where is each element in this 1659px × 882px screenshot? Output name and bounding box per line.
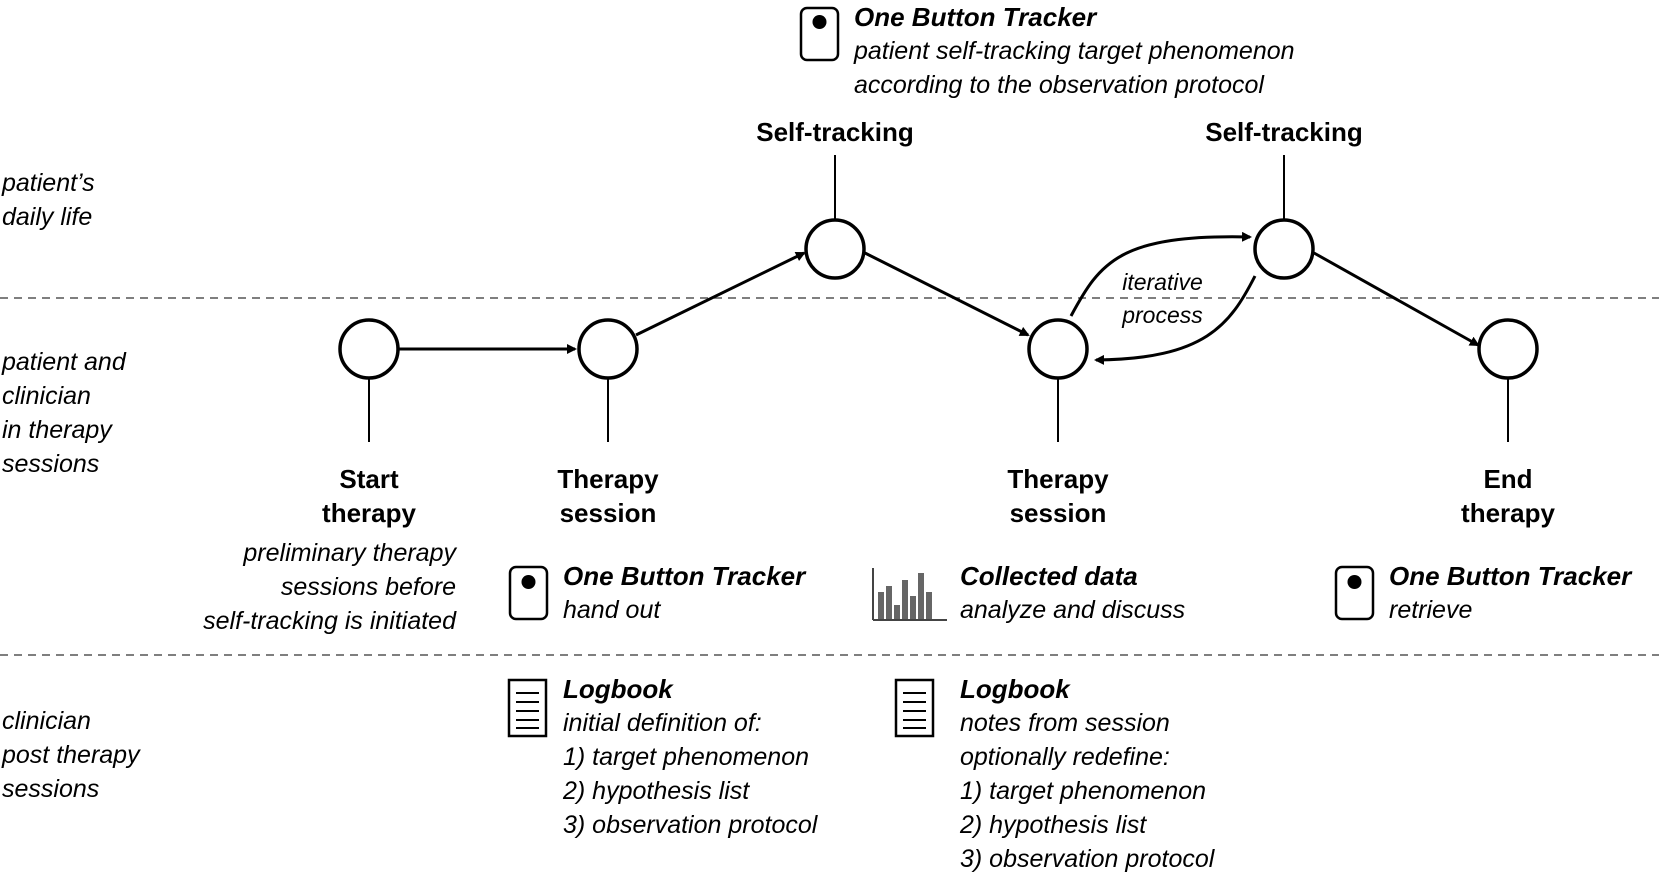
lane-label-line: clinician [2,707,91,735]
logbook-icon [894,678,935,738]
node-label-end: End therapy [1408,462,1608,530]
annotation-line: initial definition of: [563,709,762,737]
annotation-line: 3) observation protocol [563,811,818,839]
annotation-line: 2) hypothesis list [960,811,1147,839]
lane-label-line: sessions [2,775,100,803]
annotation-line: according to the observation protocol [854,71,1264,99]
node-self1 [804,218,866,280]
logbook-annotation-notes: Logbook notes from session optionally re… [960,672,1214,876]
node-label-line: session [559,498,657,528]
annotation-title: One Button Tracker [1389,561,1632,591]
loop-label-line: iterative [1122,269,1203,295]
annotation-line: 1) target phenomenon [563,743,810,771]
annotation-title: Collected data [960,561,1138,591]
node-therapy2 [1027,318,1089,380]
arrow-self2-to-end [1313,251,1480,347]
annotation-line: notes from session [960,709,1170,737]
note-line: self-tracking is initiated [203,607,456,635]
node-label-self-tracking-1: Self-tracking [756,117,914,147]
loop-label: iterative process [1100,266,1225,332]
node-label-line: Therapy [557,464,659,494]
node-label-line: Start [339,464,399,494]
annotation-line: 1) target phenomenon [960,777,1207,805]
preliminary-note: preliminary therapy sessions before self… [156,536,456,638]
note-line: preliminary therapy [243,539,456,567]
tracker-icon [1334,565,1375,621]
annotation-line: retrieve [1389,596,1473,624]
tracker-annotation-retrieve: One Button Tracker retrieve [1389,559,1631,627]
node-self2 [1253,218,1315,280]
node-label-self-tracking-2: Self-tracking [1205,117,1363,147]
lane-label-line: post therapy [2,741,140,769]
annotation-line: optionally redefine: [960,743,1170,771]
node-label-line: session [1009,498,1107,528]
tracker-annotation-top: One Button Tracker patient self-tracking… [854,0,1295,102]
node-label-line: therapy [1461,498,1555,528]
arrow-self1-to-therapy2 [864,251,1030,337]
arrow-therapy2-to-self2 [1069,231,1252,317]
tracker-annotation-handout: One Button Tracker hand out [563,559,805,627]
lane-label-therapy-sessions: patient and clinician in therapy session… [2,345,126,481]
node-label-line: End [1483,464,1533,494]
tracker-icon [508,565,549,621]
collected-data-annotation: Collected data analyze and discuss [960,559,1185,627]
node-start [338,318,400,380]
bar-chart-icon [872,568,947,621]
node-end [1477,318,1539,380]
annotation-line: hand out [563,596,661,624]
note-line: sessions before [280,573,456,601]
annotation-title: One Button Tracker [563,561,806,591]
lane-label-line: daily life [2,203,93,231]
logbook-annotation-initial: Logbook initial definition of: 1) target… [563,672,817,842]
logbook-icon [507,678,548,738]
lane-label-daily-life: patient’s daily life [2,166,95,234]
lane-label-line: clinician [2,382,91,410]
lane-label-line: patient’s [2,169,95,197]
annotation-title: One Button Tracker [854,2,1097,32]
node-label-line: Therapy [1007,464,1109,494]
annotation-title: Logbook [960,674,1070,704]
node-label-therapy-session-1: Therapy session [508,462,708,530]
node-label-line: therapy [322,498,416,528]
node-label-therapy-session-2: Therapy session [958,462,1158,530]
annotation-line: patient self-tracking target phenomenon [854,37,1295,65]
lane-label-line: patient and [2,348,126,376]
loop-label-line: process [1122,302,1203,328]
annotation-line: analyze and discuss [960,596,1186,624]
arrow-self2-to-therapy2 [1094,275,1257,365]
annotation-line: 3) observation protocol [960,845,1215,873]
arrow-therapy1-to-self1 [635,251,806,337]
node-therapy1 [577,318,639,380]
lane-label-line: in therapy [2,416,112,444]
lane-label-post-sessions: clinician post therapy sessions [2,704,140,806]
tracker-icon [799,6,840,62]
annotation-line: 2) hypothesis list [563,777,750,805]
lane-label-line: sessions [2,450,100,478]
annotation-title: Logbook [563,674,673,704]
node-label-start: Start therapy [269,462,469,530]
